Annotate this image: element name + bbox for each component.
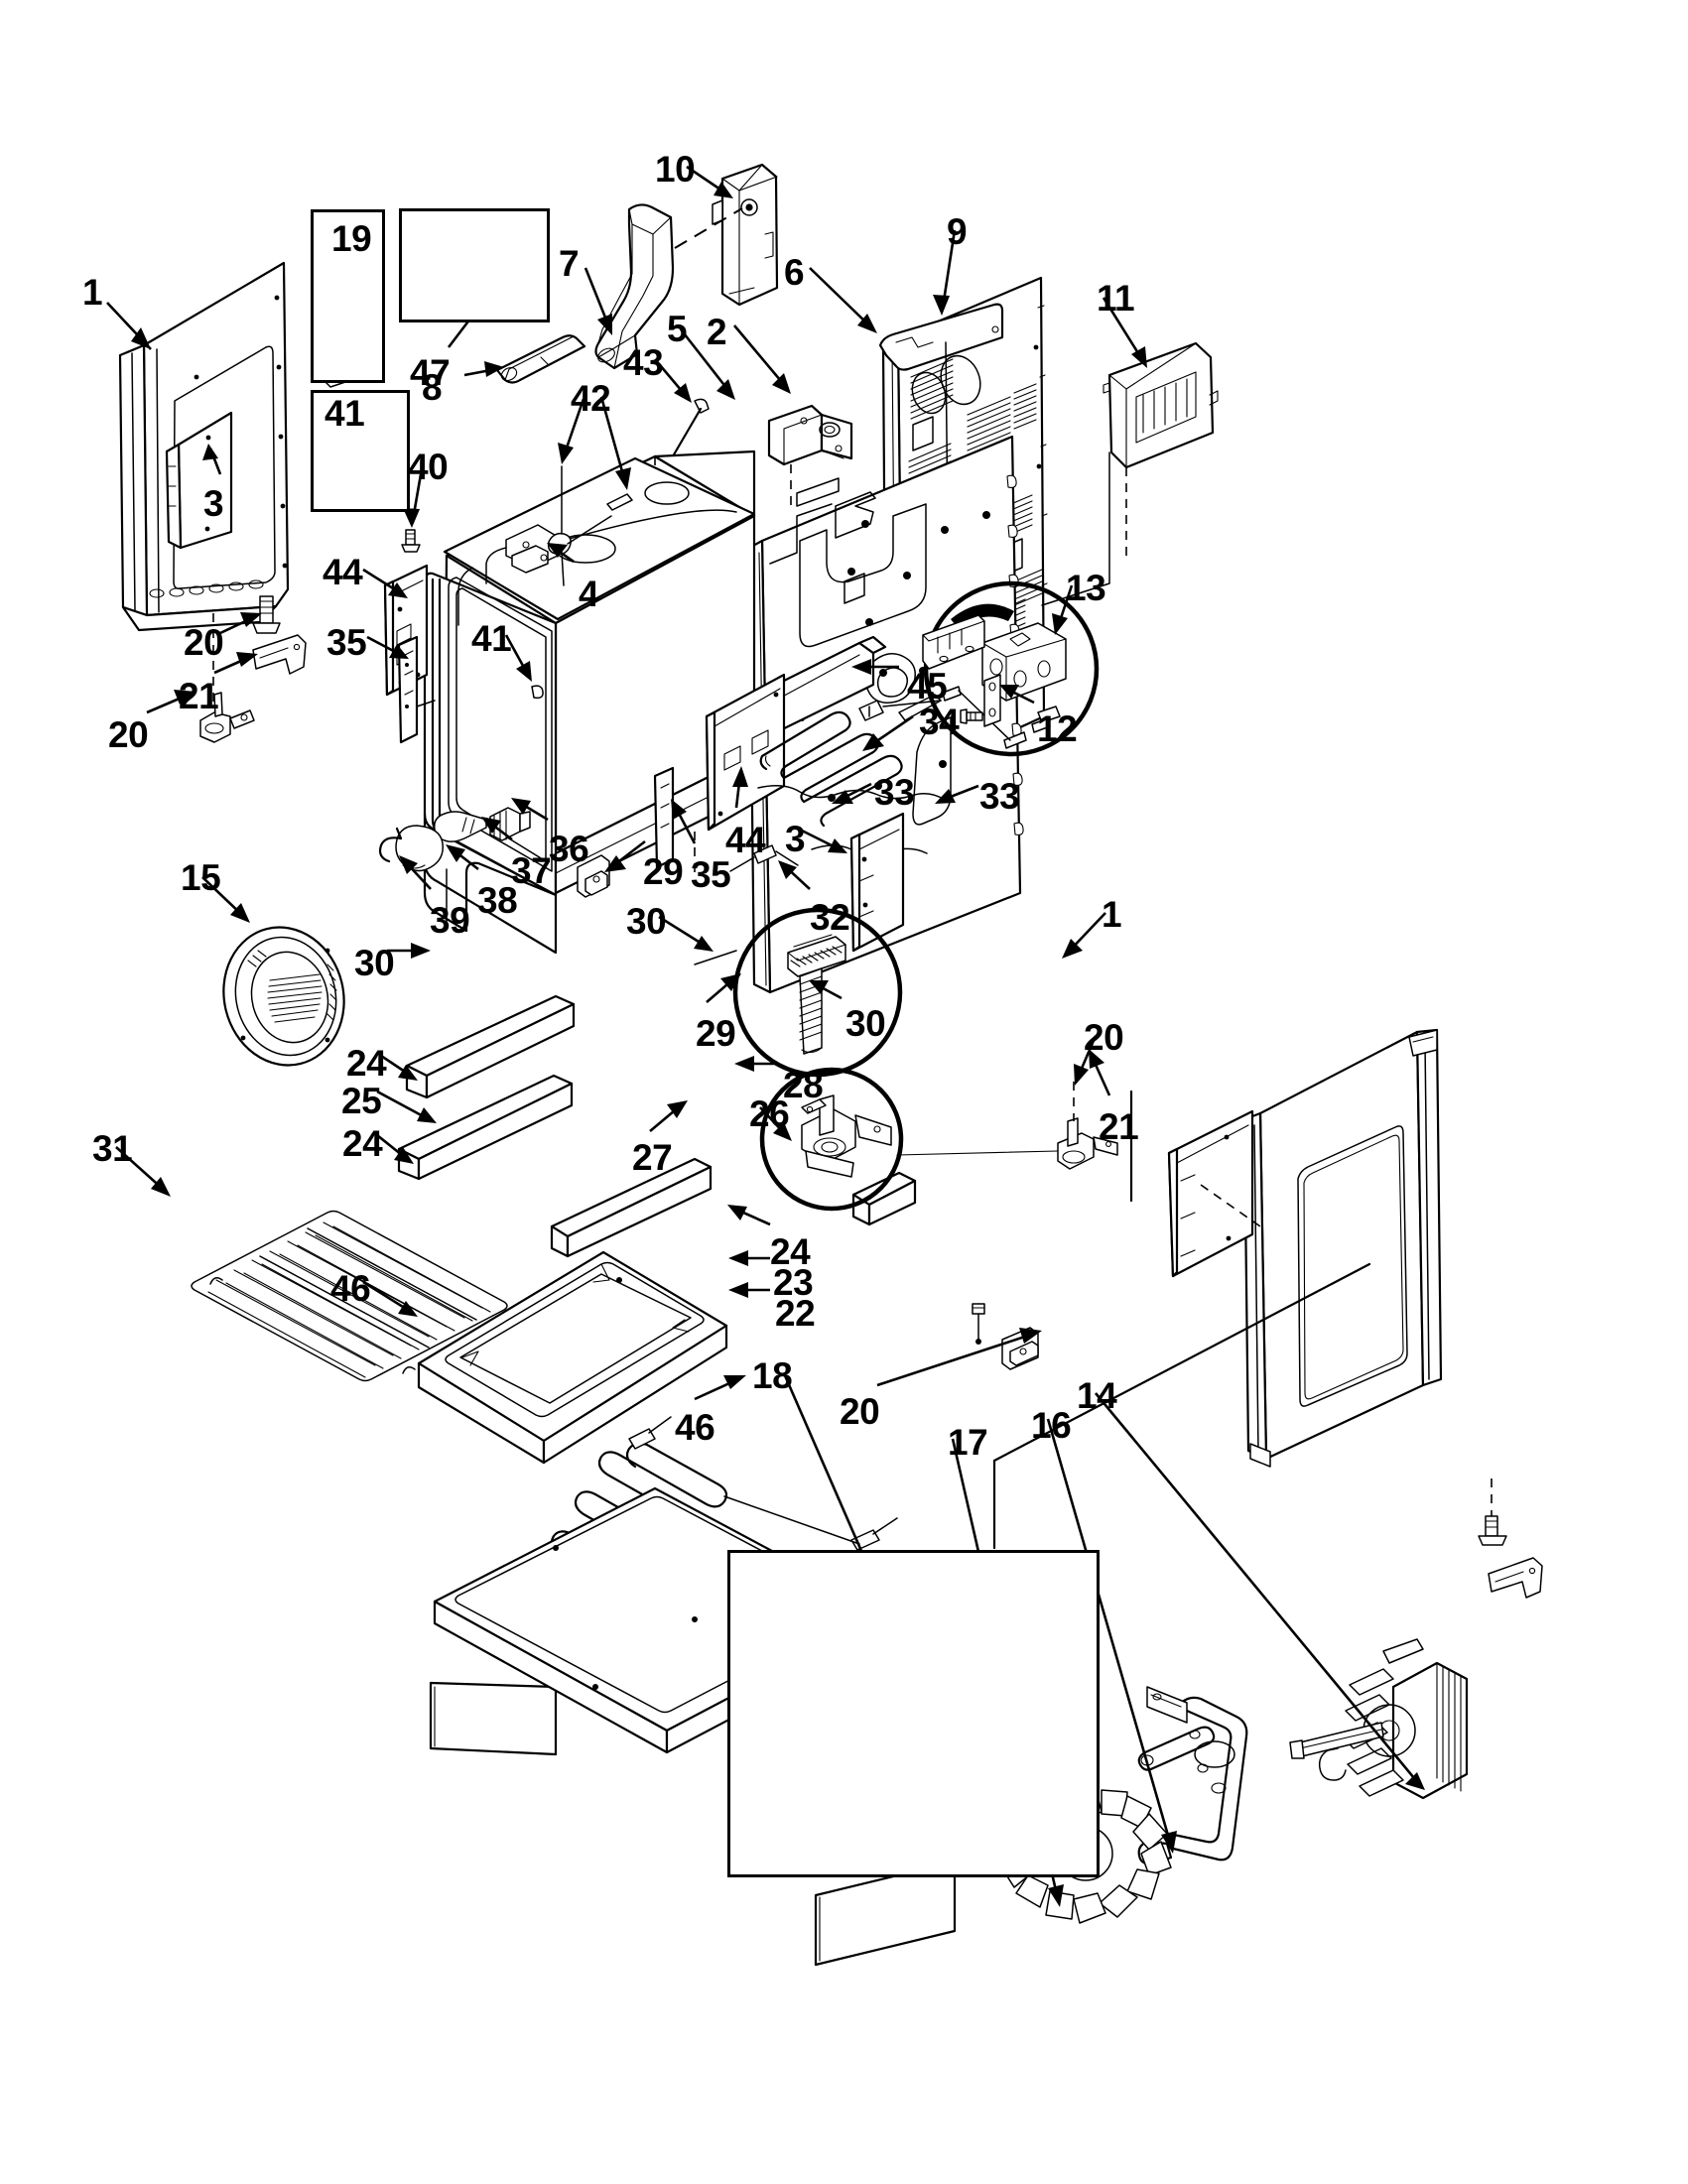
harness-holder-42 [547, 465, 633, 586]
callout-30-pan: 30 [354, 943, 395, 983]
inset-box-41 [311, 390, 410, 512]
callout-22: 22 [775, 1293, 816, 1334]
rear-chassis-panel-5 [747, 435, 1024, 994]
lamp-assembly [378, 807, 531, 872]
callout-43: 43 [623, 342, 664, 383]
callout-25: 25 [341, 1081, 382, 1121]
oven-door-right [1242, 1028, 1443, 1468]
rod-43 [633, 398, 710, 547]
oven-door-left [118, 261, 290, 632]
callout-41-cavity: 41 [471, 618, 512, 659]
callout-3-bracket: 3 [785, 819, 806, 859]
callout-3: 3 [203, 483, 224, 524]
callout-23: 23 [773, 1262, 814, 1303]
cavity-stud-41 [531, 685, 544, 700]
bracket-29-lower [1001, 1327, 1039, 1370]
callout-24-c: 24 [770, 1231, 811, 1272]
callout-33-b: 33 [979, 776, 1020, 817]
callout-40: 40 [408, 447, 449, 487]
callout-19: 19 [331, 218, 372, 259]
callout-35-right: 35 [691, 854, 731, 895]
inset-box-47 [399, 208, 550, 322]
callout-7: 7 [559, 243, 580, 284]
callout-29-a: 29 [643, 851, 684, 892]
bracket-3 [849, 812, 905, 953]
callout-12: 12 [1037, 708, 1078, 749]
callout-37: 37 [511, 850, 552, 891]
terminal-bracket-2 [767, 404, 853, 466]
callout-8: 8 [422, 367, 443, 408]
callout-24-a: 24 [346, 1043, 387, 1084]
callout-6: 6 [784, 252, 805, 293]
callout-20-c: 20 [1084, 1017, 1124, 1058]
convection-motor-14 [1289, 1638, 1469, 1800]
callout-30-bottom: 30 [626, 901, 667, 942]
inset-box-motor [727, 1550, 1100, 1877]
callout-41-inset: 41 [325, 393, 365, 434]
fan-cover-15 [222, 926, 345, 1067]
right-hinge-hardware [1478, 1478, 1543, 1599]
vent-grille-11 [1041, 341, 1219, 606]
vent-housing-10 [712, 163, 779, 307]
callout-27: 27 [632, 1137, 673, 1178]
callout-13: 13 [1066, 568, 1106, 608]
callout-35-left: 35 [326, 622, 367, 663]
motor-bracket-16 [1137, 1686, 1248, 1865]
left-hinge-hardware [199, 595, 307, 743]
callout-42: 42 [571, 378, 611, 419]
callout-16: 16 [1031, 1405, 1072, 1446]
callout-11: 11 [1097, 278, 1135, 319]
callout-14: 14 [1077, 1375, 1117, 1416]
callout-20-leg: 20 [840, 1391, 880, 1432]
callout-4: 4 [579, 574, 599, 614]
callout-17: 17 [948, 1422, 988, 1463]
callout-21-a: 21 [179, 676, 219, 716]
callout-38: 38 [477, 880, 518, 921]
callout-47: 47 [410, 352, 451, 393]
trim-strips [397, 994, 917, 1258]
callout-44-right: 44 [725, 820, 766, 860]
rear-cover-plate-9 [878, 303, 1004, 371]
screw-pin-30 [972, 1303, 985, 1345]
callout-44-left: 44 [323, 552, 363, 592]
callout-15: 15 [181, 857, 221, 898]
callout-33-a: 33 [874, 772, 915, 813]
bracket-44-right [705, 673, 786, 832]
terminal-block-loose [922, 614, 985, 670]
callout-21-b: 21 [1099, 1106, 1139, 1147]
door-bracket-right [1167, 1109, 1261, 1278]
callout-26: 26 [749, 1093, 790, 1134]
callout-2: 2 [707, 312, 727, 352]
callout-1: 1 [82, 272, 103, 313]
callout-46-a: 46 [330, 1268, 371, 1309]
callout-39: 39 [430, 900, 470, 941]
callout-18: 18 [752, 1355, 793, 1396]
inset-box-19 [311, 209, 385, 383]
callout-29-b: 29 [696, 1013, 736, 1054]
callout-28: 28 [783, 1065, 824, 1105]
rail-clip-35-left [397, 635, 436, 744]
screw-40 [401, 529, 421, 553]
callout-20-a: 20 [184, 622, 224, 663]
callout-5: 5 [667, 309, 688, 349]
callout-1-right: 1 [1102, 894, 1122, 935]
callout-10: 10 [655, 149, 696, 190]
vent-trim-8 [495, 334, 586, 384]
callout-36: 36 [549, 829, 589, 869]
callout-20-b: 20 [108, 714, 149, 755]
callout-30-detail: 30 [845, 1003, 886, 1044]
callout-9: 9 [947, 211, 968, 252]
side-panel-46-left [429, 1681, 558, 1756]
bracket-44-left [383, 564, 429, 697]
callout-31: 31 [92, 1128, 133, 1169]
callout-34: 34 [919, 702, 960, 742]
callout-32: 32 [810, 897, 850, 938]
callout-46-b: 46 [675, 1407, 715, 1448]
callout-45: 45 [907, 666, 948, 707]
callout-24-b: 24 [342, 1123, 383, 1164]
